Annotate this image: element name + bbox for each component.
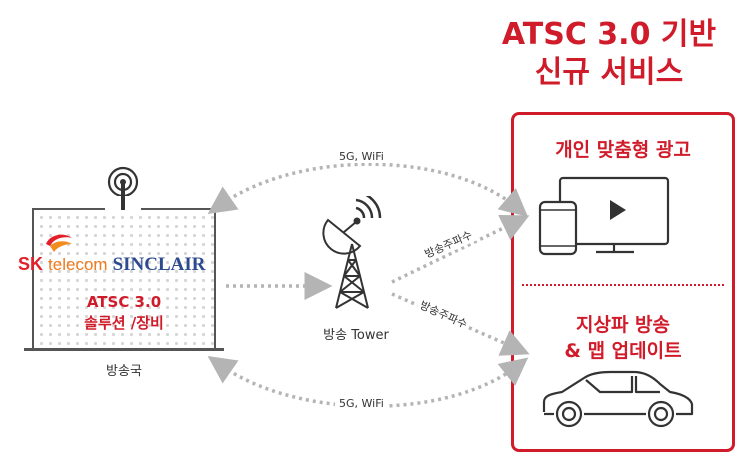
- brand-sk: SK: [18, 254, 44, 274]
- brand-sinclair: SINCLAIR: [112, 254, 206, 275]
- services-title-line1: ATSC 3.0 기반: [501, 17, 717, 52]
- station-label: 방송국: [106, 364, 142, 379]
- bottom-link-label: 5G, WiFi: [335, 397, 388, 410]
- ads-service-label: 개인 맞춤형 광고: [555, 139, 691, 161]
- services-title-line2: 신규 서비스: [534, 55, 684, 90]
- services-divider: [522, 284, 724, 286]
- solution-line1: ATSC 3.0: [86, 293, 162, 311]
- tower-to-car-arrow: [391, 292, 530, 356]
- tower-label: 방송 Tower: [323, 328, 389, 343]
- solution-label: ATSC 3.0 솔루션 /장비: [32, 292, 216, 334]
- broadcast-service-label: 지상파 방송 & 맵 업데이트: [514, 312, 732, 364]
- station-base-line: [24, 348, 224, 351]
- brand-telecom: telecom: [48, 255, 108, 274]
- services-title: ATSC 3.0 기반 신규 서비스: [478, 16, 740, 92]
- sk-logo-icon: [46, 234, 72, 252]
- solution-line2: 솔루션 /장비: [84, 314, 164, 332]
- top-link-label: 5G, WiFi: [335, 150, 388, 163]
- brand-logo: SK telecom SINCLAIR: [18, 254, 206, 276]
- broadcast-service-line1: 지상파 방송: [575, 314, 670, 336]
- services-box: [511, 112, 735, 452]
- tower-to-devices-arrow: [391, 215, 530, 284]
- broadcast-service-line2: & 맵 업데이트: [564, 340, 682, 362]
- car-icon: [542, 370, 694, 428]
- broadcast-station: [32, 208, 216, 350]
- devices-icon: [538, 176, 670, 256]
- station-antenna-icon: [105, 166, 141, 210]
- top-5g-wifi-arrow: [207, 162, 528, 217]
